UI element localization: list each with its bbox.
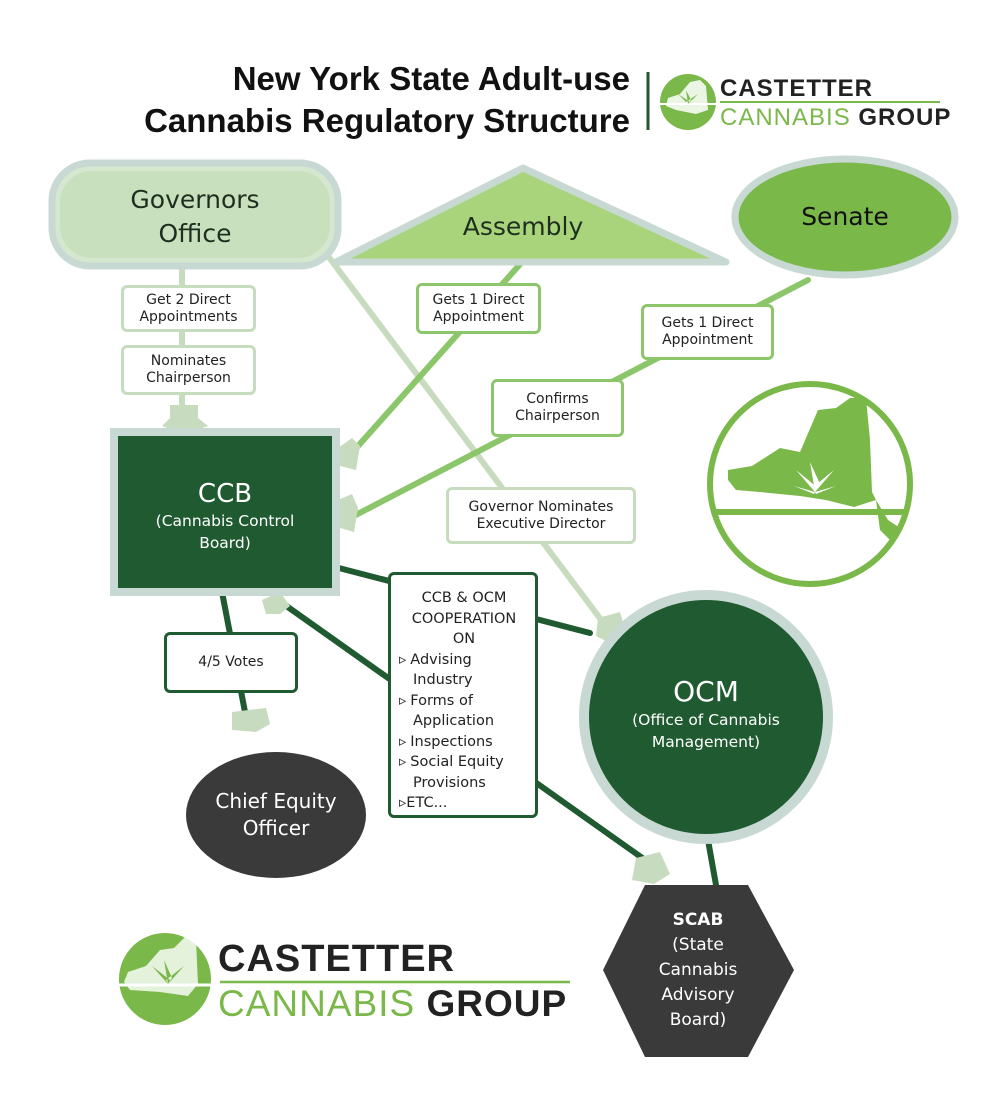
ccb-abbrev: CCB <box>197 479 253 509</box>
ccb-full-2: Board) <box>199 534 251 552</box>
cooperation-item: ▹Inspections <box>399 732 529 753</box>
gov-nominates-label: Nominates Chairperson <box>121 345 256 395</box>
page-title: New York State Adult-use Cannabis Regula… <box>60 58 630 142</box>
arrowhead-gov-ccb <box>162 405 208 434</box>
ocm-full-2: Management) <box>651 733 761 751</box>
chief-equity-shape <box>186 752 366 878</box>
cooperation-item-line-1: Inspections <box>410 733 493 750</box>
senate-appointment-line-1: Gets 1 Direct <box>661 315 754 331</box>
gov-appointments-line-2: Appointments <box>139 308 238 325</box>
chief-equity-line-1: Chief Equity <box>215 789 337 813</box>
governors-office-label: Governors Office <box>60 183 330 251</box>
gov-nominates-line-2: Chairperson <box>146 370 231 386</box>
ocm-abbrev: OCM <box>673 675 739 708</box>
cooperation-head-1: CCB & OCM <box>421 590 507 606</box>
gov-exec-director-line-2: Executive Director <box>476 515 606 532</box>
ccb-shape <box>110 428 340 596</box>
assembly-shape <box>332 164 730 266</box>
footer-logo-cannabis: CANNABIS <box>218 983 416 1024</box>
cooperation-item-line-2: Industry <box>413 672 473 688</box>
chief-equity-line-2: Officer <box>242 816 310 840</box>
bullet-icon: ▹ <box>399 651 407 668</box>
senate-confirms-line-1: Confirms <box>526 391 589 407</box>
arrowhead-senate-ccb <box>338 494 358 532</box>
scab-full-3: Advisory <box>661 985 735 1005</box>
cooperation-item-line-1: Advising <box>410 651 472 668</box>
governors-office-inner <box>60 171 330 258</box>
bullet-icon: ▹ <box>399 692 407 709</box>
gov-exec-director-label: Governor Nominates Executive Director <box>446 487 636 544</box>
scab-full-4: Board) <box>669 1010 727 1030</box>
line-ocm-to-scab <box>705 837 719 888</box>
ocm-label: OCM (Office of Cannabis Management) <box>596 675 816 753</box>
bullet-icon: ▹ <box>399 733 407 750</box>
cooperation-item: ▹Social Equity Provisions <box>399 752 529 793</box>
scab-full-1: (State <box>672 935 724 955</box>
cooperation-item: ▹Advising Industry <box>399 650 529 691</box>
header-logo-cannabis: CANNABIS <box>720 104 851 131</box>
scab-shape <box>603 885 794 1057</box>
assembly-appointment-line-2: Appointment <box>433 308 524 325</box>
footer-logo <box>118 933 570 1025</box>
ocm-full-1: (Office of Cannabis <box>632 711 780 729</box>
arrowhead-ccb-out <box>262 592 290 614</box>
cooperation-head-2: COOPERATION <box>411 610 517 627</box>
cooperation-head-3: ON <box>452 631 476 647</box>
ny-state-emblem <box>707 381 913 587</box>
header-logo-group: GROUP <box>858 104 952 131</box>
arrowheads <box>162 405 724 884</box>
cooperation-item-line-1: Forms of <box>410 692 473 709</box>
title-line-2: Cannabis Regulatory Structure <box>144 102 630 139</box>
bullet-icon: ▹ <box>399 795 407 811</box>
arrowhead-assembly-ccb <box>338 438 360 470</box>
senate-label: Senate <box>801 202 889 231</box>
senate-appointment-line-2: Appointment <box>662 332 753 348</box>
assembly-label: Assembly <box>462 212 584 241</box>
senate-shape <box>731 155 959 279</box>
bullet-icon: ▹ <box>399 754 407 770</box>
assembly-appointment-line-1: Gets 1 Direct <box>432 291 525 308</box>
votes-label: 4/5 Votes <box>164 632 298 693</box>
senate-confirms-label: Confirms Chairperson <box>491 379 624 437</box>
cooperation-item-line-1: Social Equity <box>410 754 504 770</box>
ccb-full-1: (Cannabis Control <box>155 512 295 530</box>
governors-office-line-2: Office <box>158 219 232 248</box>
cooperation-etc: ETC... <box>406 795 448 811</box>
leaf-icon <box>794 462 836 494</box>
header-logo <box>646 72 940 130</box>
governors-office-line-1: Governors <box>130 185 260 214</box>
footer-logo-name: CASTETTER <box>218 938 455 980</box>
gov-appointments-line-1: Get 2 Direct <box>146 291 231 308</box>
ocm-shape <box>579 590 833 844</box>
chief-equity-label: Chief Equity Officer <box>186 788 366 842</box>
scab-full-2: Cannabis <box>658 960 738 980</box>
footer-logo-tagline: CANNABIS GROUP <box>218 984 567 1024</box>
cooperation-box: CCB & OCM COOPERATION ON ▹Advising Indus… <box>388 572 538 818</box>
arrowhead-chief-in <box>232 708 270 732</box>
footer-logo-group: GROUP <box>426 983 568 1024</box>
header-logo-name: CASTETTER <box>720 75 873 102</box>
line-gov-to-ocm <box>319 245 608 628</box>
scab-label: SCAB (State Cannabis Advisory Board) <box>616 908 780 1033</box>
votes-text: 4/5 Votes <box>198 654 264 670</box>
arrowhead-scab-in <box>632 852 670 884</box>
assembly-appointment-label: Gets 1 Direct Appointment <box>416 283 541 334</box>
gov-exec-director-line-1: Governor Nominates <box>468 498 614 515</box>
gov-appointments-label: Get 2 Direct Appointments <box>121 285 256 332</box>
ccb-label: CCB (Cannabis Control Board) <box>118 478 332 554</box>
senate-appointment-label: Gets 1 Direct Appointment <box>641 304 774 360</box>
senate-confirms-line-2: Chairperson <box>515 408 600 424</box>
gov-nominates-line-1: Nominates <box>150 353 227 369</box>
title-line-1: New York State Adult-use <box>232 60 630 97</box>
scab-abbrev: SCAB <box>672 910 724 930</box>
cooperation-item-line-2: Provisions <box>413 774 486 791</box>
cooperation-item-line-2: Application <box>413 713 495 729</box>
cooperation-item-etc: ▹ETC... <box>399 793 529 814</box>
cooperation-item: ▹Forms of Application <box>399 691 529 732</box>
header-logo-tagline: CANNABIS GROUP <box>720 105 951 131</box>
